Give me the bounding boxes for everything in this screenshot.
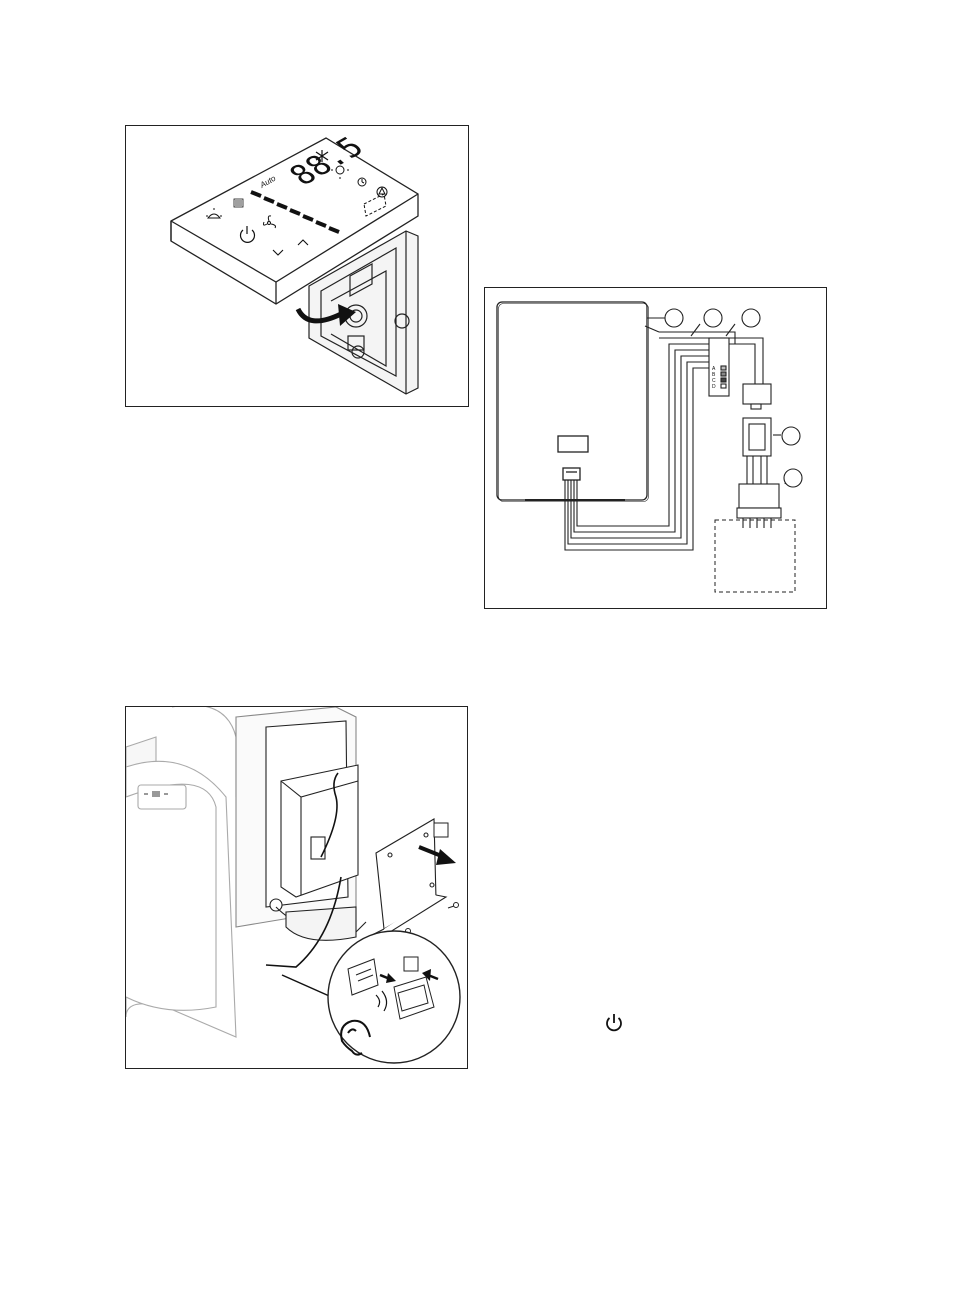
figure-unit-connection xyxy=(125,706,468,1069)
unit-chassis xyxy=(236,707,366,940)
controller-back-housing xyxy=(497,302,649,502)
wiring-diagram-illustration: A B C D xyxy=(485,288,826,608)
step-marker-box-1 xyxy=(434,823,448,837)
unit-connection-illustration xyxy=(126,707,467,1068)
callout-circles xyxy=(647,309,802,487)
fan-coil-unit xyxy=(126,707,236,1037)
power-icon xyxy=(604,1012,624,1034)
connector-plug xyxy=(737,384,781,528)
side-panel xyxy=(364,819,446,947)
unit-boundary-dashed xyxy=(715,520,795,592)
terminal-label-d: D xyxy=(712,384,716,390)
step-marker-box-2 xyxy=(404,957,418,971)
magnifier-callout xyxy=(282,931,460,1063)
figure-wiring-diagram: A B C D xyxy=(484,287,827,609)
controller-mounting-illustration: 88.5 Auto xyxy=(126,126,468,406)
figure-controller-mounting: 88.5 Auto xyxy=(125,125,469,407)
